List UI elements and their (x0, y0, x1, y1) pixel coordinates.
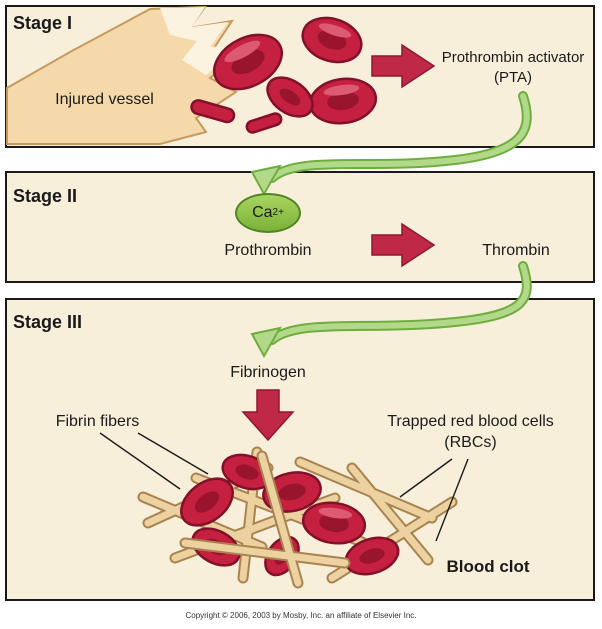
calcium-label: Ca (252, 204, 273, 221)
fibrin-fibers-label: Fibrin fibers (55, 413, 140, 430)
prothrombin-activator-label: Prothrombin activator (PTA) (441, 49, 585, 86)
blood-clot-label: Blood clot (446, 557, 530, 576)
copyright-text: Copyright © 2006, 2003 by Mosby, Inc. an… (185, 611, 417, 620)
trapped-rbc-label: Trapped red blood cells (RBCs) (387, 413, 554, 451)
fibrinogen-label: Fibrinogen (230, 364, 306, 381)
stage-3-label: Stage III (13, 312, 83, 332)
panel-stage-2 (5, 171, 595, 283)
stage-1-label: Stage I (13, 13, 73, 33)
stage-2-label: Stage II (13, 186, 78, 206)
prothrombin-label: Prothrombin (224, 242, 312, 259)
injured-vessel-label: Injured vessel (55, 91, 154, 108)
thrombin-label: Thrombin (482, 242, 550, 259)
